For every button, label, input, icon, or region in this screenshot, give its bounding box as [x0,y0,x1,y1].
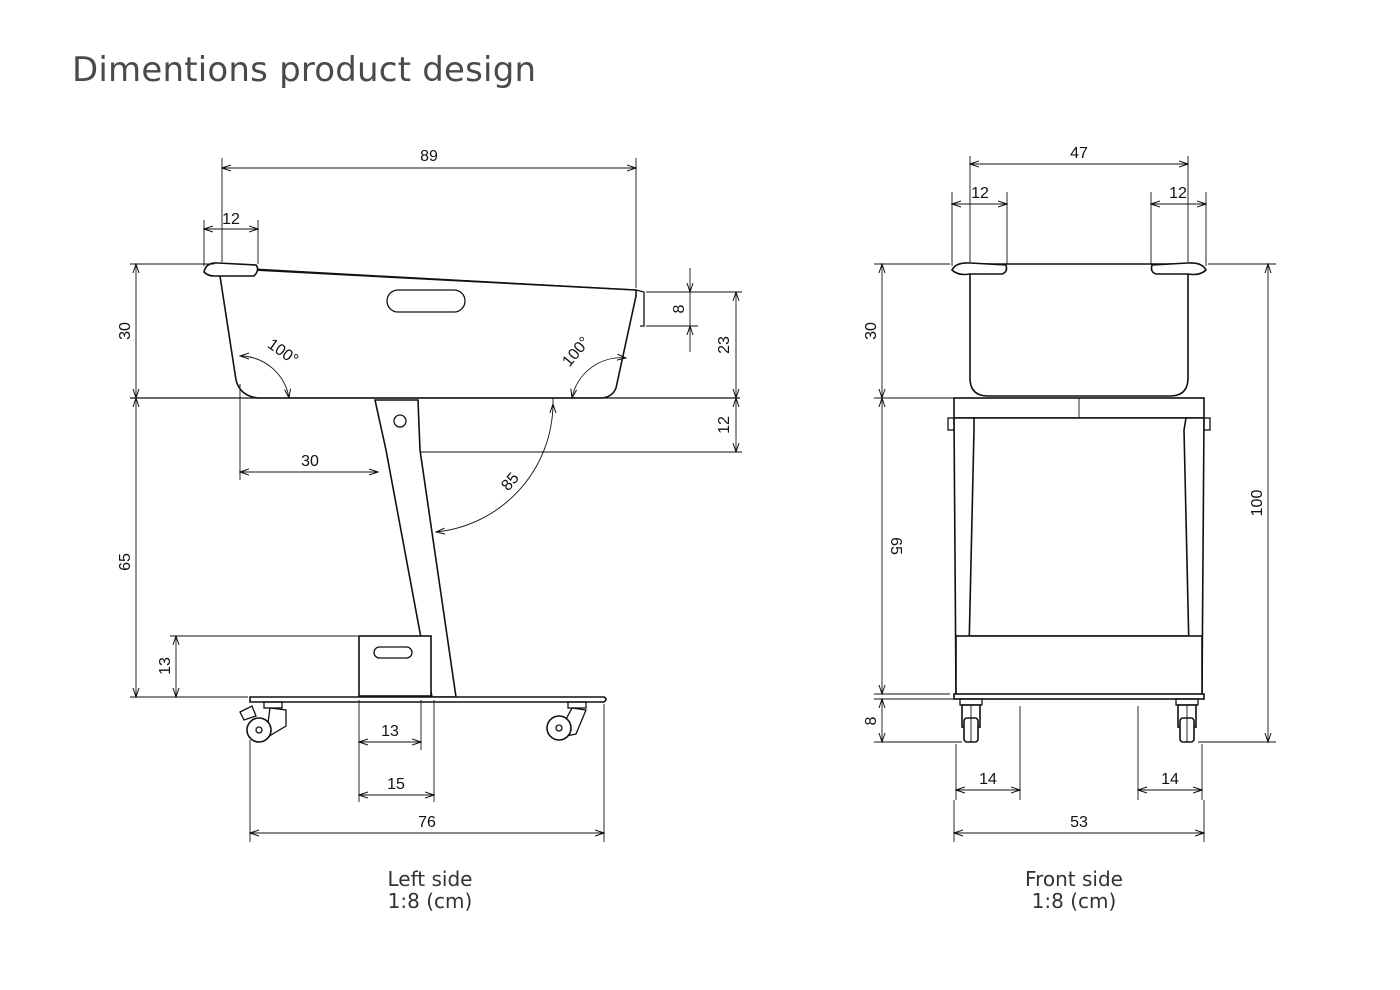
dim-shelf-width: 13 [381,723,399,740]
shelf-slot [373,646,413,659]
dim-front-wheel-height: 8 [863,716,880,725]
basket-side [214,267,637,399]
dim-shelf-height: 13 [157,657,174,675]
dim-leg-foot: 15 [387,776,405,793]
dim-front-total-height: 100 [1249,490,1266,517]
angle-arc-left [240,356,289,398]
page-title: Dimentions product design [72,50,537,90]
leg-bolt [393,414,407,428]
dim-front-wheel-left: 14 [979,771,997,788]
dim-overall-width: 89 [420,148,438,165]
front-basket [969,263,1189,397]
dim-front-base-width: 53 [1070,814,1088,831]
dim-basket-height: 30 [117,322,134,340]
dim-base-width: 76 [418,814,436,831]
dim-front-handle-left: 12 [971,185,989,202]
caption-left-title: Left side [387,867,473,891]
front-caster-right [1175,698,1199,743]
front-inner-panel [961,417,1199,637]
dim-leg-height: 65 [117,553,134,571]
dim-front-basket-height: 30 [863,322,880,340]
basket-slot [386,289,466,313]
caption-front-side: Front side 1:8 (cm) [974,868,1174,912]
caption-front-title: Front side [1025,867,1123,891]
dim-handle-drop: 8 [671,304,688,313]
front-handle-left [951,262,1008,276]
caption-left-side: Left side 1:8 (cm) [330,868,530,912]
front-base-plate [953,693,1205,700]
dim-front-wheel-right: 14 [1161,771,1179,788]
angle-arc-right [572,358,626,398]
front-handle-right [1150,262,1207,276]
basket-rim [215,266,637,291]
dim-basket-depth-right: 23 [716,336,733,354]
dim-leg-offset: 30 [301,453,319,470]
basket-handle-left [203,262,259,277]
front-side-view: 47 12 12 30 65 8 100 14 [863,145,1276,842]
lower-shelf [358,635,432,697]
caption-front-scale: 1:8 (cm) [1031,889,1117,913]
dim-frame-gap: 12 [716,416,733,434]
left-side-view: 89 12 30 100° 100° 8 23 12 30 [117,148,742,842]
basket-hook-right [635,289,645,327]
caster-right [546,701,587,741]
front-caster-left [959,698,983,743]
dim-handle-width: 12 [222,211,240,228]
caster-left [239,701,287,743]
front-lower-shelf [955,635,1203,697]
dim-front-frame-height: 65 [887,537,904,555]
dim-front-overall-width: 47 [1070,145,1088,162]
angle-arc-leg [436,404,553,532]
caption-left-scale: 1:8 (cm) [387,889,473,913]
base-plate [249,696,607,703]
dim-front-handle-right: 12 [1169,185,1187,202]
